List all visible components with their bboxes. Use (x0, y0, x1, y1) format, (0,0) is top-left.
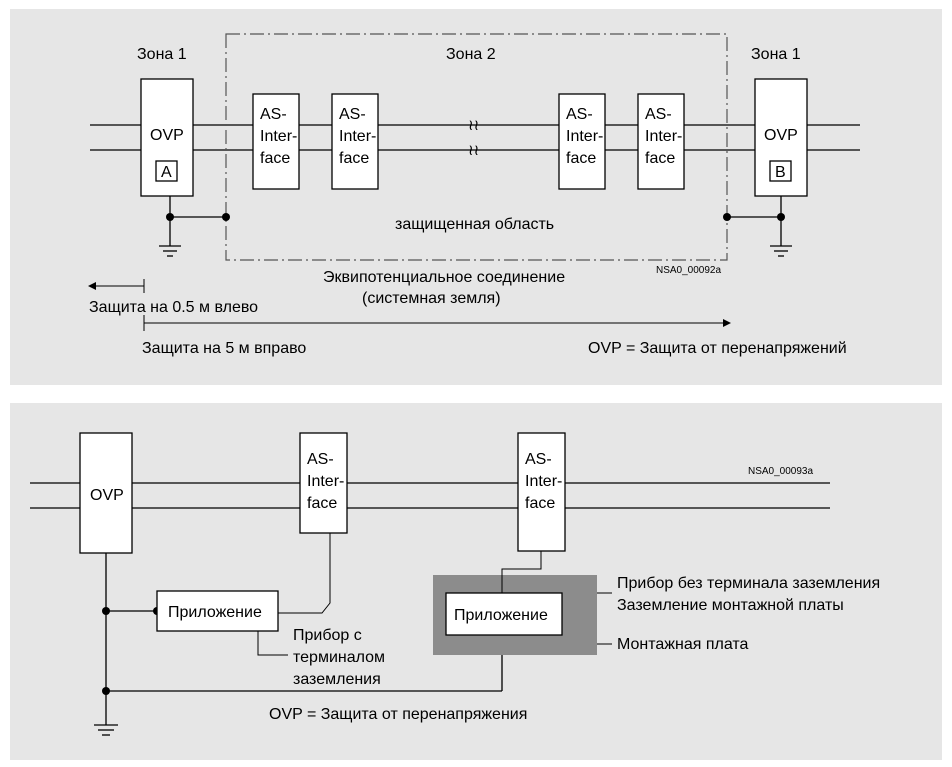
mounting-plate-label: Монтажная плата (617, 636, 749, 653)
diagram-grounding-panel: NSA0_00093a OVP AS- Inter- face AS- Inte… (10, 403, 942, 760)
as-interface-module-3: AS- Inter- face (558, 93, 606, 190)
as-interface-a-line2: Inter- (307, 473, 344, 490)
as-interface-3-line1: AS- (566, 106, 593, 123)
zone1-left-label: Зона 1 (137, 46, 187, 63)
grounding-diagram: NSA0_00093a OVP AS- Inter- face AS- Inte… (30, 432, 880, 736)
as-interface-4-line3: face (645, 150, 675, 167)
ovp-box: OVP (79, 432, 133, 554)
zone2-label: Зона 2 (446, 46, 496, 63)
protection-left-label: Защита на 0.5 м влево (89, 299, 258, 316)
as-interface-b-line1: AS- (525, 451, 552, 468)
as-interface-b-line2: Inter- (525, 473, 562, 490)
as-interface-a-line3: face (307, 495, 337, 512)
as-interface-3-line2: Inter- (566, 128, 603, 145)
equipotential-label-line2: (системная земля) (362, 290, 501, 307)
ref-code-1: NSA0_00092a (656, 265, 721, 276)
ovp-right-marker: B (775, 164, 786, 181)
as-interface-b-line3: face (525, 495, 555, 512)
ovp-right-marker-box (769, 160, 792, 182)
as-interface-module-4: AS- Inter- face (637, 93, 685, 190)
ovp-right-box: OVP B (754, 78, 808, 197)
mounting-plate-grounding-label: Заземление монтажной платы (617, 597, 844, 614)
application-2-label: Приложение (454, 607, 548, 624)
as-interface-1-line3: face (260, 150, 290, 167)
zones-diagram: ≀≀ ≀≀ Зона 1 Зона 2 Зона 1 OVP A OVP B A… (88, 33, 860, 357)
as-interface-module-1: AS- Inter- face (252, 93, 300, 190)
as-interface-module-2: AS- Inter- face (331, 93, 379, 190)
as-interface-module-b: AS- Inter- face (517, 432, 566, 552)
ovp-left-box: OVP A (140, 78, 194, 197)
device-with-terminal-line1: Прибор с (293, 627, 362, 644)
application-1-label: Приложение (168, 604, 262, 621)
protected-area-label: защищенная область (395, 216, 554, 233)
diagram-zones-panel: ≀≀ ≀≀ Зона 1 Зона 2 Зона 1 OVP A OVP B A… (10, 9, 942, 385)
zone1-right-label: Зона 1 (751, 46, 801, 63)
device-without-terminal-label: Прибор без терминала заземления (617, 575, 880, 592)
as-interface-2-line1: AS- (339, 106, 366, 123)
as-interface-4-line2: Inter- (645, 128, 682, 145)
ground-connection-left (159, 196, 230, 257)
ovp-left-marker: A (161, 164, 172, 181)
application-with-terminal: Приложение (156, 533, 331, 656)
ovp-left-marker-box (155, 160, 178, 182)
ovp-right-label: OVP (764, 127, 798, 144)
as-interface-3-line3: face (566, 150, 596, 167)
protection-right-label: Защита на 5 м вправо (142, 340, 306, 357)
bus-break-mark-bottom: ≀≀ (468, 142, 479, 159)
protection-right-arrow (143, 315, 731, 331)
as-interface-1-line1: AS- (260, 106, 287, 123)
ref-code-2: NSA0_00093a (748, 466, 813, 477)
bus-break-mark-top: ≀≀ (468, 117, 479, 134)
mounting-plate: Приложение (433, 551, 597, 655)
as-interface-4-line1: AS- (645, 106, 672, 123)
as-interface-1-line2: Inter- (260, 128, 297, 145)
equipotential-label-line1: Эквипотенциальное соединение (323, 269, 565, 286)
ovp-legend-1: OVP = Защита от перенапряжений (588, 340, 847, 357)
as-interface-2-line2: Inter- (339, 128, 376, 145)
device-with-terminal-line3: заземления (293, 671, 381, 688)
ovp-label: OVP (90, 487, 124, 504)
as-interface-a-line1: AS- (307, 451, 334, 468)
ground-connection-right (723, 196, 792, 257)
protected-zone-boundary (225, 33, 728, 261)
ovp-legend-2: OVP = Защита от перенапряжения (269, 706, 527, 723)
ovp-left-label: OVP (150, 127, 184, 144)
device-with-terminal-line2: терминалом (293, 649, 385, 666)
as-interface-2-line3: face (339, 150, 369, 167)
as-interface-module-a: AS- Inter- face (299, 432, 348, 534)
protection-left-arrow (88, 279, 145, 293)
